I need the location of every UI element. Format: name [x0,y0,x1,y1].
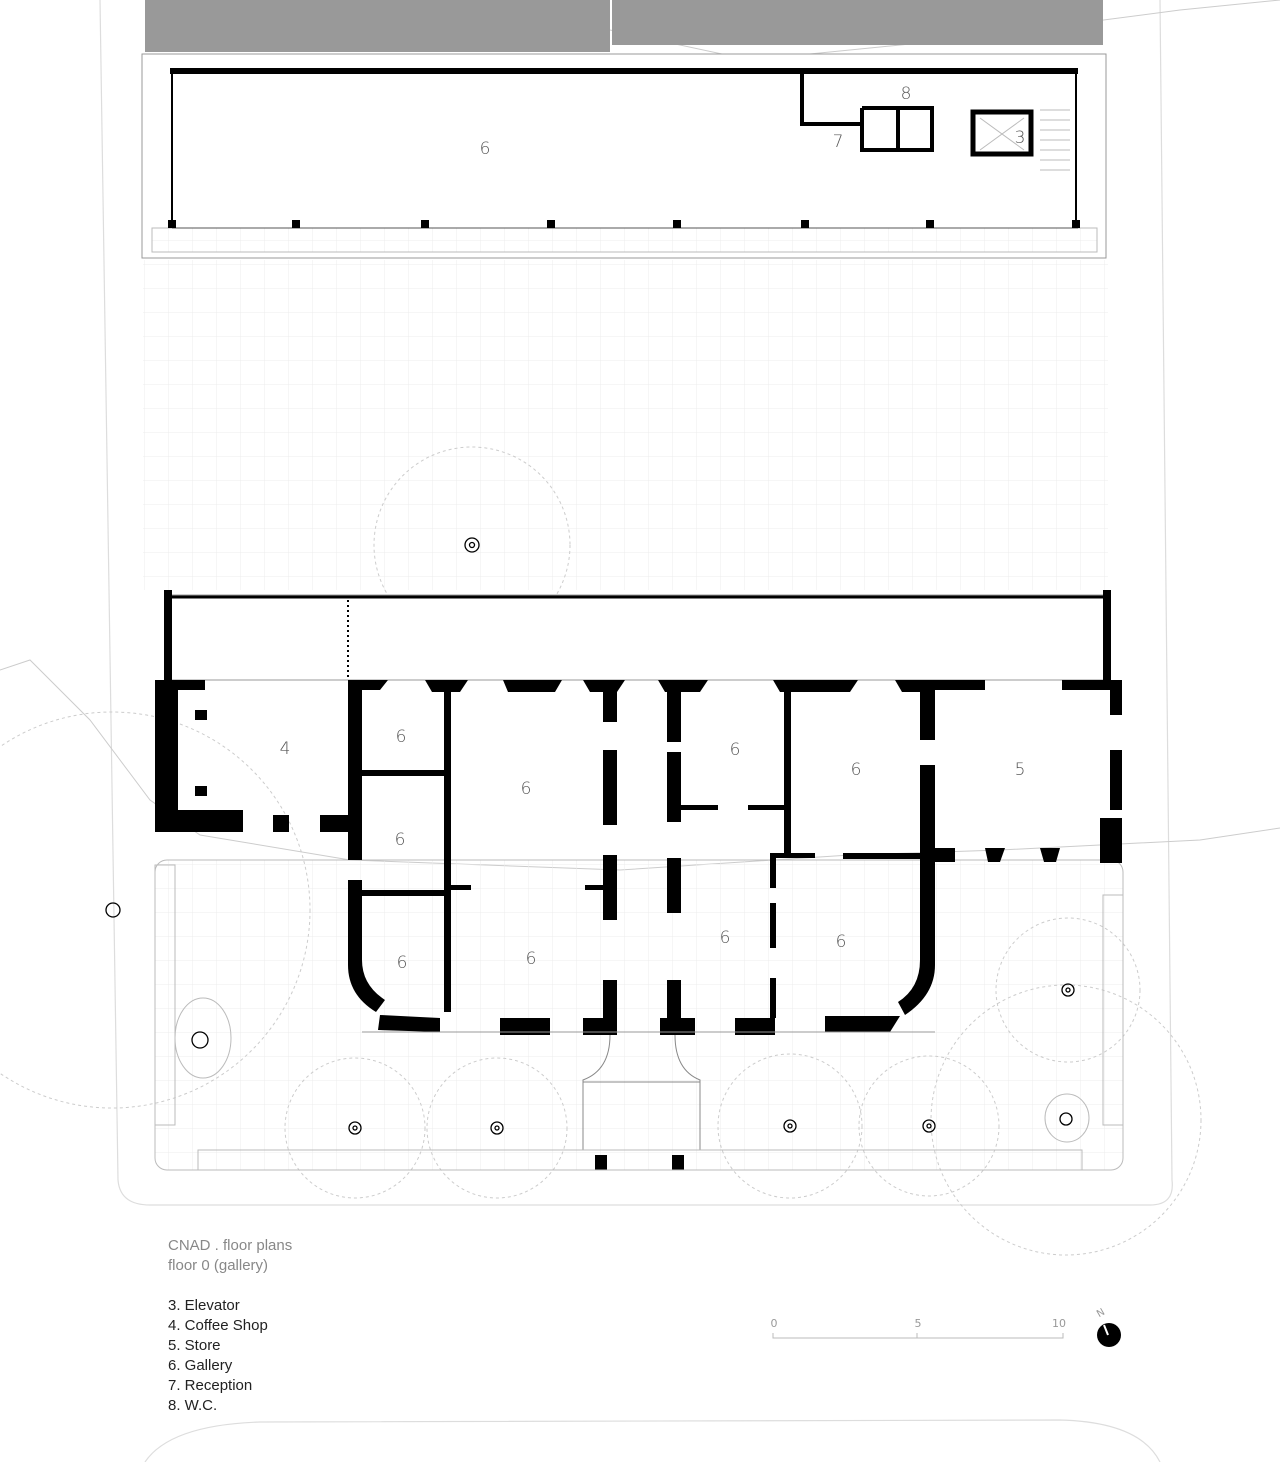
room-label-elevator: 3 [1015,128,1026,148]
plan-subtitle: floor 0 (gallery) [168,1257,269,1274]
room-label-gallery: 6 [397,953,408,973]
legend-item: 3. Elevator [168,1297,240,1314]
planter [1044,1093,1090,1143]
room-label-gallery: 6 [396,727,407,747]
room-label-reception: 7 [833,132,844,152]
scale-tick-label: 0 [771,1317,778,1330]
roof-left [145,0,610,52]
room-label-gallery: 6 [526,949,537,969]
tree-trunks [105,537,1075,1135]
top-building: 6 8 7 3 [141,53,1107,259]
contour-line [0,659,1280,871]
north-arrow-icon: N [1095,1307,1121,1347]
garden-paving [154,859,1124,1171]
room-label-gallery: 6 [395,830,406,850]
legend-item: 5. Store [168,1337,221,1354]
legend-item: 8. W.C. [168,1397,218,1414]
room-label-gallery: 6 [836,932,847,952]
plan-title: CNAD . floor plans [168,1237,293,1254]
road-curve [144,1419,1161,1462]
room-label-gallery: 6 [720,928,731,948]
room-label-gallery: 6 [730,740,741,760]
legend-item: 4. Coffee Shop [168,1317,268,1334]
scale-tick-label: 10 [1052,1317,1066,1330]
room-label-wc: 8 [901,84,912,104]
scale-bar: 0 5 10 [771,1317,1066,1339]
north-label: N [1095,1307,1107,1320]
courtyard-paving [143,260,1108,590]
scale-tick-label: 5 [915,1317,922,1330]
site-outline [99,0,1173,1206]
room-label-coffee-shop: 4 [280,739,291,759]
room-label-gallery: 6 [521,779,532,799]
legend: CNAD . floor plans floor 0 (gallery) 3. … [168,1236,292,1416]
room-label-gallery: 6 [480,139,491,159]
legend-item: 6. Gallery [168,1357,233,1374]
legend-item: 7. Reception [168,1377,253,1394]
roof-right [612,0,1103,45]
room-label-store: 5 [1015,760,1026,780]
room-label-gallery: 6 [851,760,862,780]
trees [0,446,1202,1256]
main-building: 4 6 6 6 6 6 6 6 5 6 6 [154,590,1124,1171]
